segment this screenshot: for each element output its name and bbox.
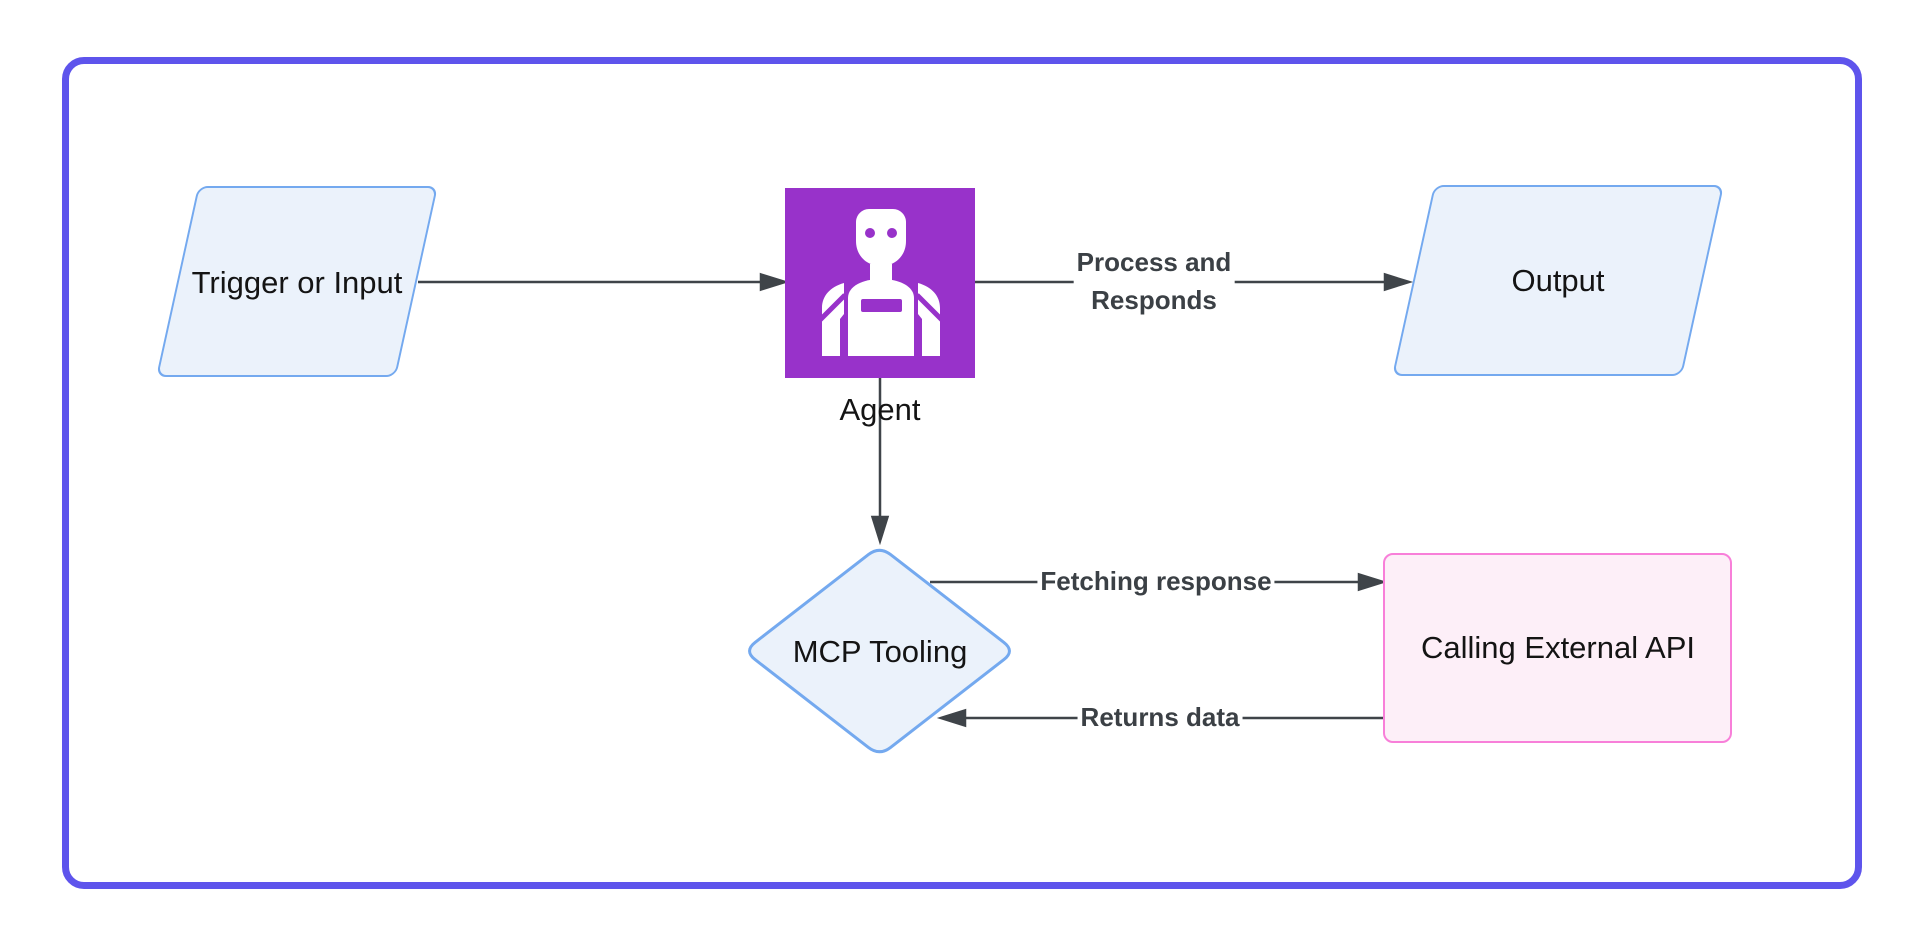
edge-label-process-and-responds: Process and Responds: [1073, 242, 1235, 320]
arrowhead-mcp-to-api: [1357, 572, 1388, 592]
diagram-frame: [62, 57, 1862, 889]
node-mcp-tooling-label: MCP Tooling: [792, 634, 968, 669]
arrowhead-api-to-mcp: [936, 708, 967, 728]
arrowhead-agent-to-output: [1383, 272, 1414, 292]
edge-label-returns-data: Returns data: [1077, 697, 1243, 737]
node-calling-external-api: [1383, 553, 1732, 743]
node-agent-label: Agent: [839, 392, 921, 427]
arrowhead-trigger-to-agent: [759, 272, 790, 292]
node-trigger-label: Trigger or Input: [191, 265, 403, 300]
edge-label-process-line2: Responds: [1091, 285, 1217, 315]
node-calling-external-api-label: Calling External API: [1421, 630, 1695, 665]
edge-label-process-line1: Process and: [1076, 247, 1232, 277]
edge-label-fetching-response: Fetching response: [1037, 561, 1275, 601]
node-output-label: Output: [1511, 263, 1605, 298]
robot-icon: [816, 209, 946, 356]
node-agent: [785, 188, 975, 378]
node-mcp-tooling: [748, 548, 1011, 754]
arrowhead-agent-to-mcp: [870, 515, 890, 546]
